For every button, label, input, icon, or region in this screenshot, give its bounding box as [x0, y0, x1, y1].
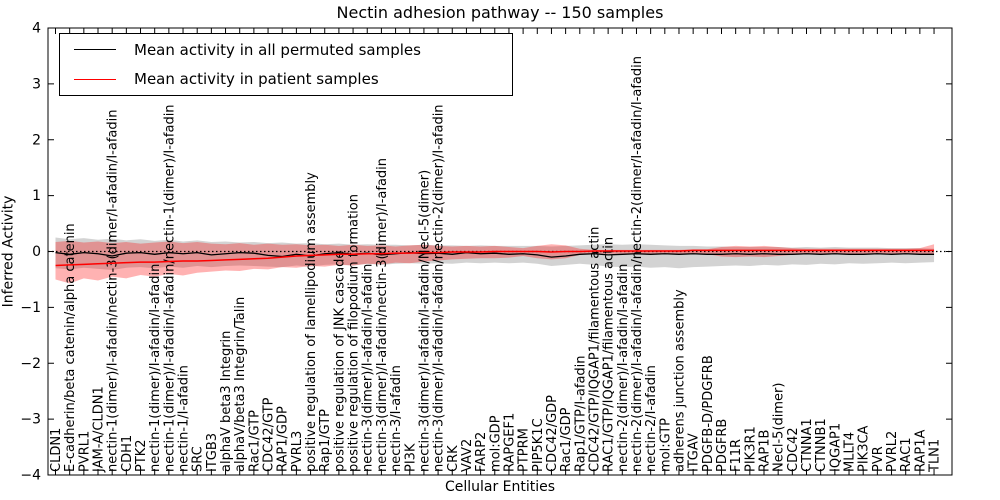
x-tick-label: nectin-3(dimer)/I-afadin/I-afadin: [361, 264, 376, 472]
x-tick-label: MLLT4: [843, 432, 858, 472]
y-tick-label: 3: [32, 76, 41, 92]
x-tick-label: Rap1/GTP/I-afadin: [573, 355, 588, 472]
x-tick-label: Rac1/GDP: [559, 407, 574, 472]
x-tick-label: nectin-2(dimer)/I-afadin/I-afadin: [616, 264, 631, 472]
x-tick-label: SRC: [191, 446, 206, 472]
x-tick-label: nectin-3(dimer)/I-afadin/nectin-3(dimer)…: [375, 158, 390, 472]
x-tick-label: PIK3CA: [857, 425, 872, 472]
x-tick-label: CDC42/GDP: [545, 395, 560, 472]
x-tick-label: RAC1/GTP/IQGAP1/filamentous actin: [602, 237, 617, 472]
x-tick-label: PTK2: [134, 439, 149, 472]
x-tick-label: CLDN1: [49, 428, 64, 472]
x-tick-label: RAP1B: [758, 430, 773, 472]
x-tick-label: PDGFRB: [715, 419, 730, 472]
x-tick-label: F11R: [729, 439, 744, 472]
patient-band: [55, 240, 935, 284]
y-tick-label: −1: [20, 300, 41, 316]
x-tick-label: RAPGEF1: [502, 413, 517, 472]
x-tick-label: VAV2: [460, 439, 475, 472]
x-tick-label: nectin-2(dimer)/I-afadin/I-afadin/nectin…: [630, 56, 645, 472]
x-tick-label: Necl-5(dimer): [772, 383, 787, 472]
x-tick-label: FARP2: [474, 432, 489, 472]
x-tick-label: E-cadherin/beta catenin/alpha catenin: [63, 223, 78, 472]
x-tick-label: positive regulation of lamellipodium ass…: [304, 172, 319, 472]
x-tick-label: PDGFB-D/PDGFRB: [701, 355, 716, 472]
y-tick-label: 1: [32, 188, 41, 204]
legend-item-permuted: Mean activity in all permuted samples: [60, 36, 512, 64]
x-tick-label: alphaV/beta3 Integrin/Talin: [233, 297, 248, 472]
permuted-mean-line: [55, 251, 935, 258]
x-tick-label: adherens junction assembly: [672, 289, 687, 472]
x-tick-label: nectin-1(dimer)/I-afadin/I-afadin: [148, 264, 163, 472]
x-tick-label: CDH1: [120, 435, 135, 472]
x-tick-label: mol:GDP: [488, 415, 503, 472]
x-tick-label: RAC1: [899, 437, 914, 472]
x-tick-label: PVRL1: [77, 431, 92, 472]
x-tick-label: CDC42/GTP: [262, 397, 277, 472]
x-axis-label: Cellular Entities: [444, 479, 556, 495]
x-tick-label: nectin-1(dimer)/I-afadin/nectin-3(dimer/…: [106, 110, 121, 472]
x-tick-label: nectin-1(dimer)/I-afadin/I-afadin/nectin…: [162, 104, 177, 472]
x-tick-label: PVR: [871, 446, 886, 472]
x-tick-label: nectin-3(dimer)/I-afadin/I-afadin/nectin…: [432, 104, 447, 472]
x-tick-label: RAP1/GDP: [276, 406, 291, 472]
x-tick-label: nectin-3(dimer)/I-afadin/I-afadin/Necl-5…: [417, 170, 432, 472]
x-tick-label: nectin-1/I-afadin: [177, 365, 192, 472]
legend-item-label: Mean activity in patient samples: [134, 70, 379, 89]
x-tick-label: CDC42/GTP/IQGAP1/filamentous actin: [587, 227, 602, 472]
x-tick-label: PI3K: [403, 443, 418, 472]
x-tick-label: Rap1/GTP: [318, 409, 333, 472]
legend-item-label: Mean activity in all permuted samples: [134, 40, 421, 59]
x-tick-label: RAP1A: [913, 429, 928, 472]
x-tick-label: CDC42: [786, 427, 801, 472]
x-tick-label: positive regulation of JNK cascade: [332, 251, 347, 472]
x-tick-label: JAM-A/CLDN1: [92, 386, 107, 473]
x-tick-label: Rac1/GTP: [247, 410, 262, 472]
y-tick-label: 2: [32, 132, 41, 148]
x-tick-label: nectin-2/I-afadin: [644, 365, 659, 472]
y-tick-label: 4: [32, 21, 41, 37]
patient-mean-line: [55, 249, 935, 267]
x-tick-label: CTNNA1: [800, 418, 815, 472]
x-tick-label: TLN1: [928, 439, 943, 473]
x-tick-label: PVRL2: [885, 431, 900, 472]
y-tick-label: −3: [20, 412, 41, 428]
patient-line-swatch: [74, 78, 116, 80]
legend-item-patient: Mean activity in patient samples: [60, 65, 512, 93]
x-tick-label: CTNNB1: [814, 418, 829, 472]
y-axis-label: Inferred Activity: [0, 195, 17, 308]
y-tick-label: 0: [32, 244, 41, 260]
x-tick-label: positive regulation of filopodium format…: [347, 194, 362, 472]
x-tick-label: PIP5K1C: [531, 418, 546, 472]
legend: Mean activity in all permuted samples Me…: [59, 33, 513, 96]
x-tick-label: ITGAV: [687, 433, 702, 472]
x-tick-label: PVRL3: [290, 431, 305, 472]
x-tick-label: PIK3R1: [743, 426, 758, 472]
y-tick-label: −4: [20, 468, 41, 484]
x-tick-label: mol:GTP: [658, 418, 673, 472]
x-tick-label: alphaV beta3 Integrin: [219, 331, 234, 472]
x-tick-label: CRK: [446, 445, 461, 472]
x-tick-label: PTPRM: [517, 428, 532, 472]
chart-title: Nectin adhesion pathway -- 150 samples: [336, 3, 664, 22]
permuted-line-swatch: [74, 49, 116, 51]
x-tick-label: nectin-3/I-afadin: [389, 365, 404, 472]
y-tick-label: −2: [20, 356, 41, 372]
x-tick-label: IQGAP1: [828, 423, 843, 472]
x-tick-label: ITGB3: [205, 433, 220, 472]
